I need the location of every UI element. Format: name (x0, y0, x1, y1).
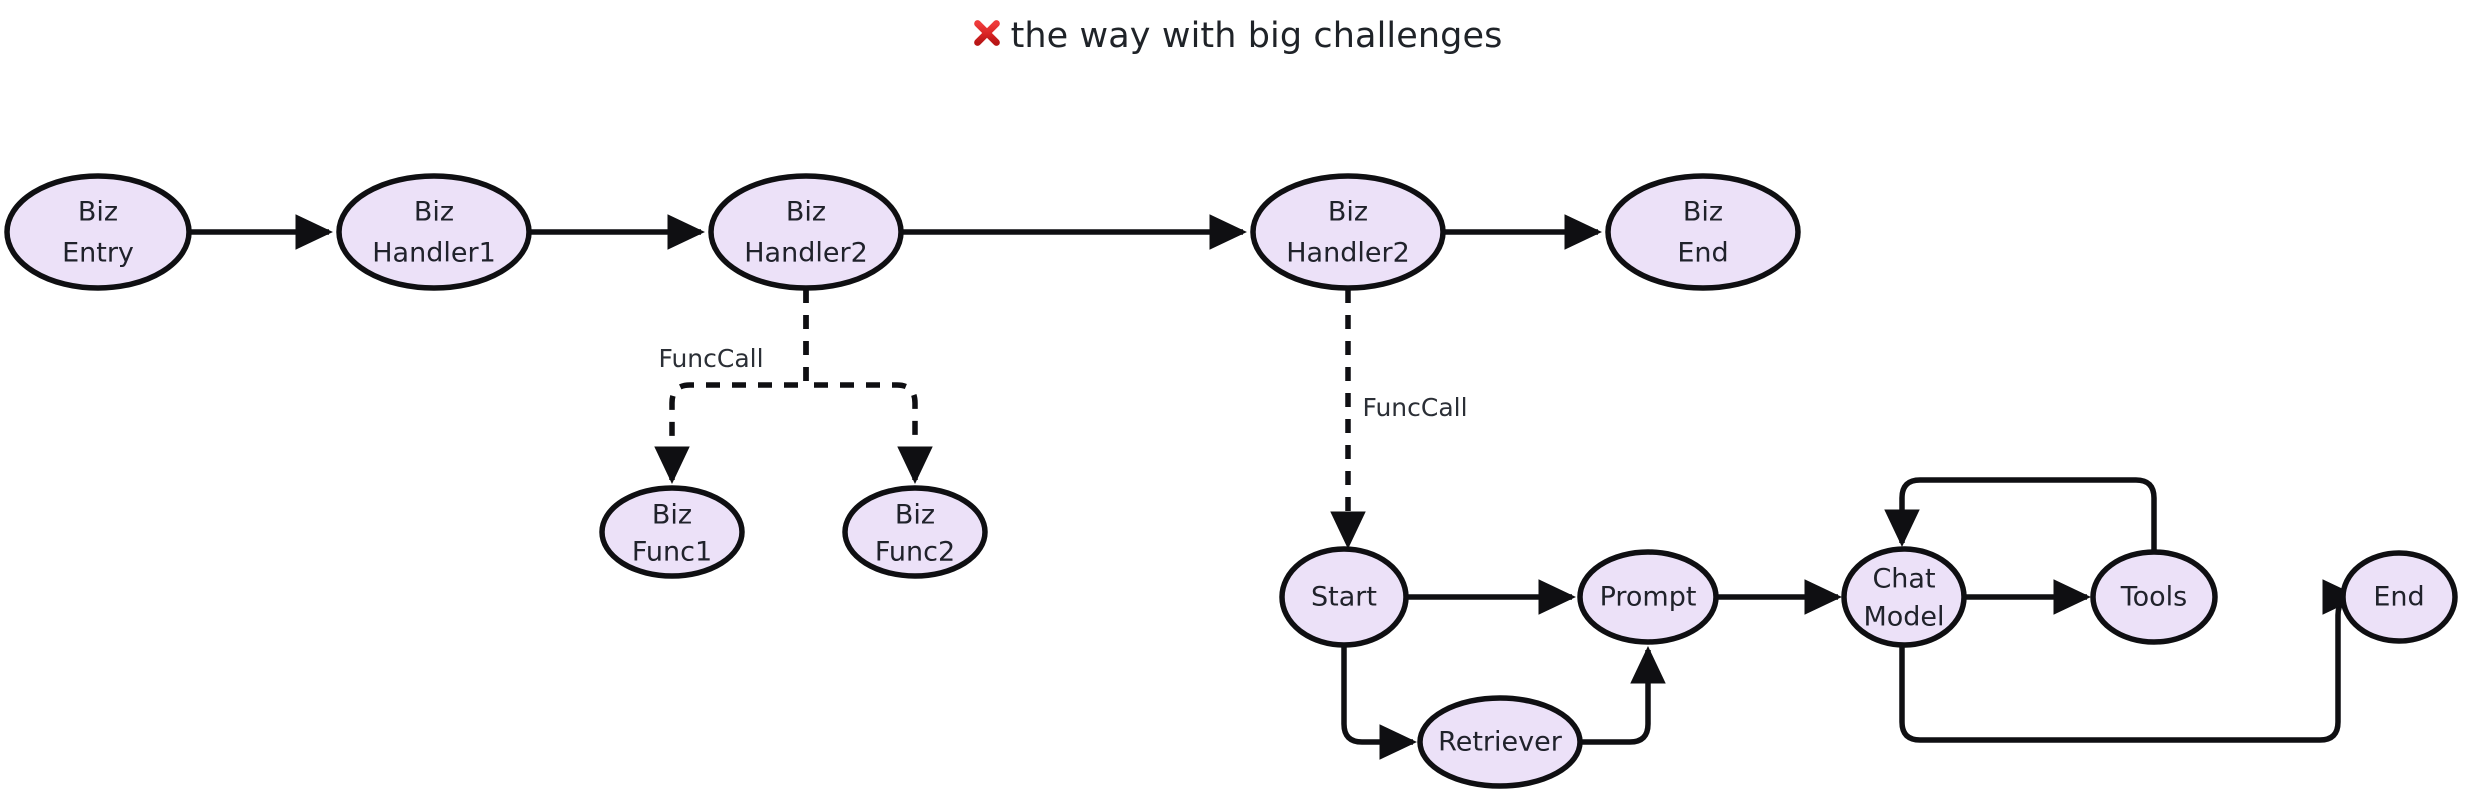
edge-label-funccall-2: FuncCall (1362, 393, 1467, 422)
node-prompt[interactable]: Prompt (1577, 549, 1719, 645)
node-start[interactable]: Start (1279, 546, 1409, 648)
node-biz-handler2b[interactable]: Biz Handler2 (1250, 173, 1446, 291)
node-biz-func2[interactable]: Biz Func2 (842, 485, 988, 579)
edge-start-to-retriever[interactable] (1341, 646, 1417, 760)
edge-biz-handler2a-to-biz-func2[interactable] (803, 289, 933, 484)
edge-tools-to-chat-model-loop[interactable] (1884, 477, 2157, 552)
edge-retriever-to-prompt[interactable] (1581, 646, 1666, 745)
cross-mark-icon (970, 16, 1004, 59)
node-biz-handler1[interactable]: Biz Handler1 (336, 173, 532, 291)
page-title-text: the way with big challenges (1010, 15, 1503, 56)
diagram-title: the way with big challenges (0, 0, 2472, 74)
node-biz-entry[interactable]: Biz Entry (4, 173, 192, 291)
node-biz-handler2a[interactable]: Biz Handler2 (708, 173, 904, 291)
edge-labels-layer: FuncCall FuncCall (658, 344, 1467, 422)
node-chat-model[interactable]: Chat Model (1841, 546, 1967, 648)
edge-biz-handler2a-to-biz-func1[interactable] (654, 289, 809, 484)
node-tools[interactable]: Tools (2090, 549, 2218, 645)
edges-layer (191, 214, 2360, 760)
node-biz-end[interactable]: Biz End (1605, 173, 1801, 291)
page-title: the way with big challenges (970, 16, 1503, 59)
node-retriever[interactable]: Retriever (1417, 695, 1583, 789)
edge-label-funccall-1: FuncCall (658, 344, 763, 373)
node-end[interactable]: End (2340, 550, 2458, 644)
node-biz-func1[interactable]: Biz Func1 (599, 485, 745, 579)
